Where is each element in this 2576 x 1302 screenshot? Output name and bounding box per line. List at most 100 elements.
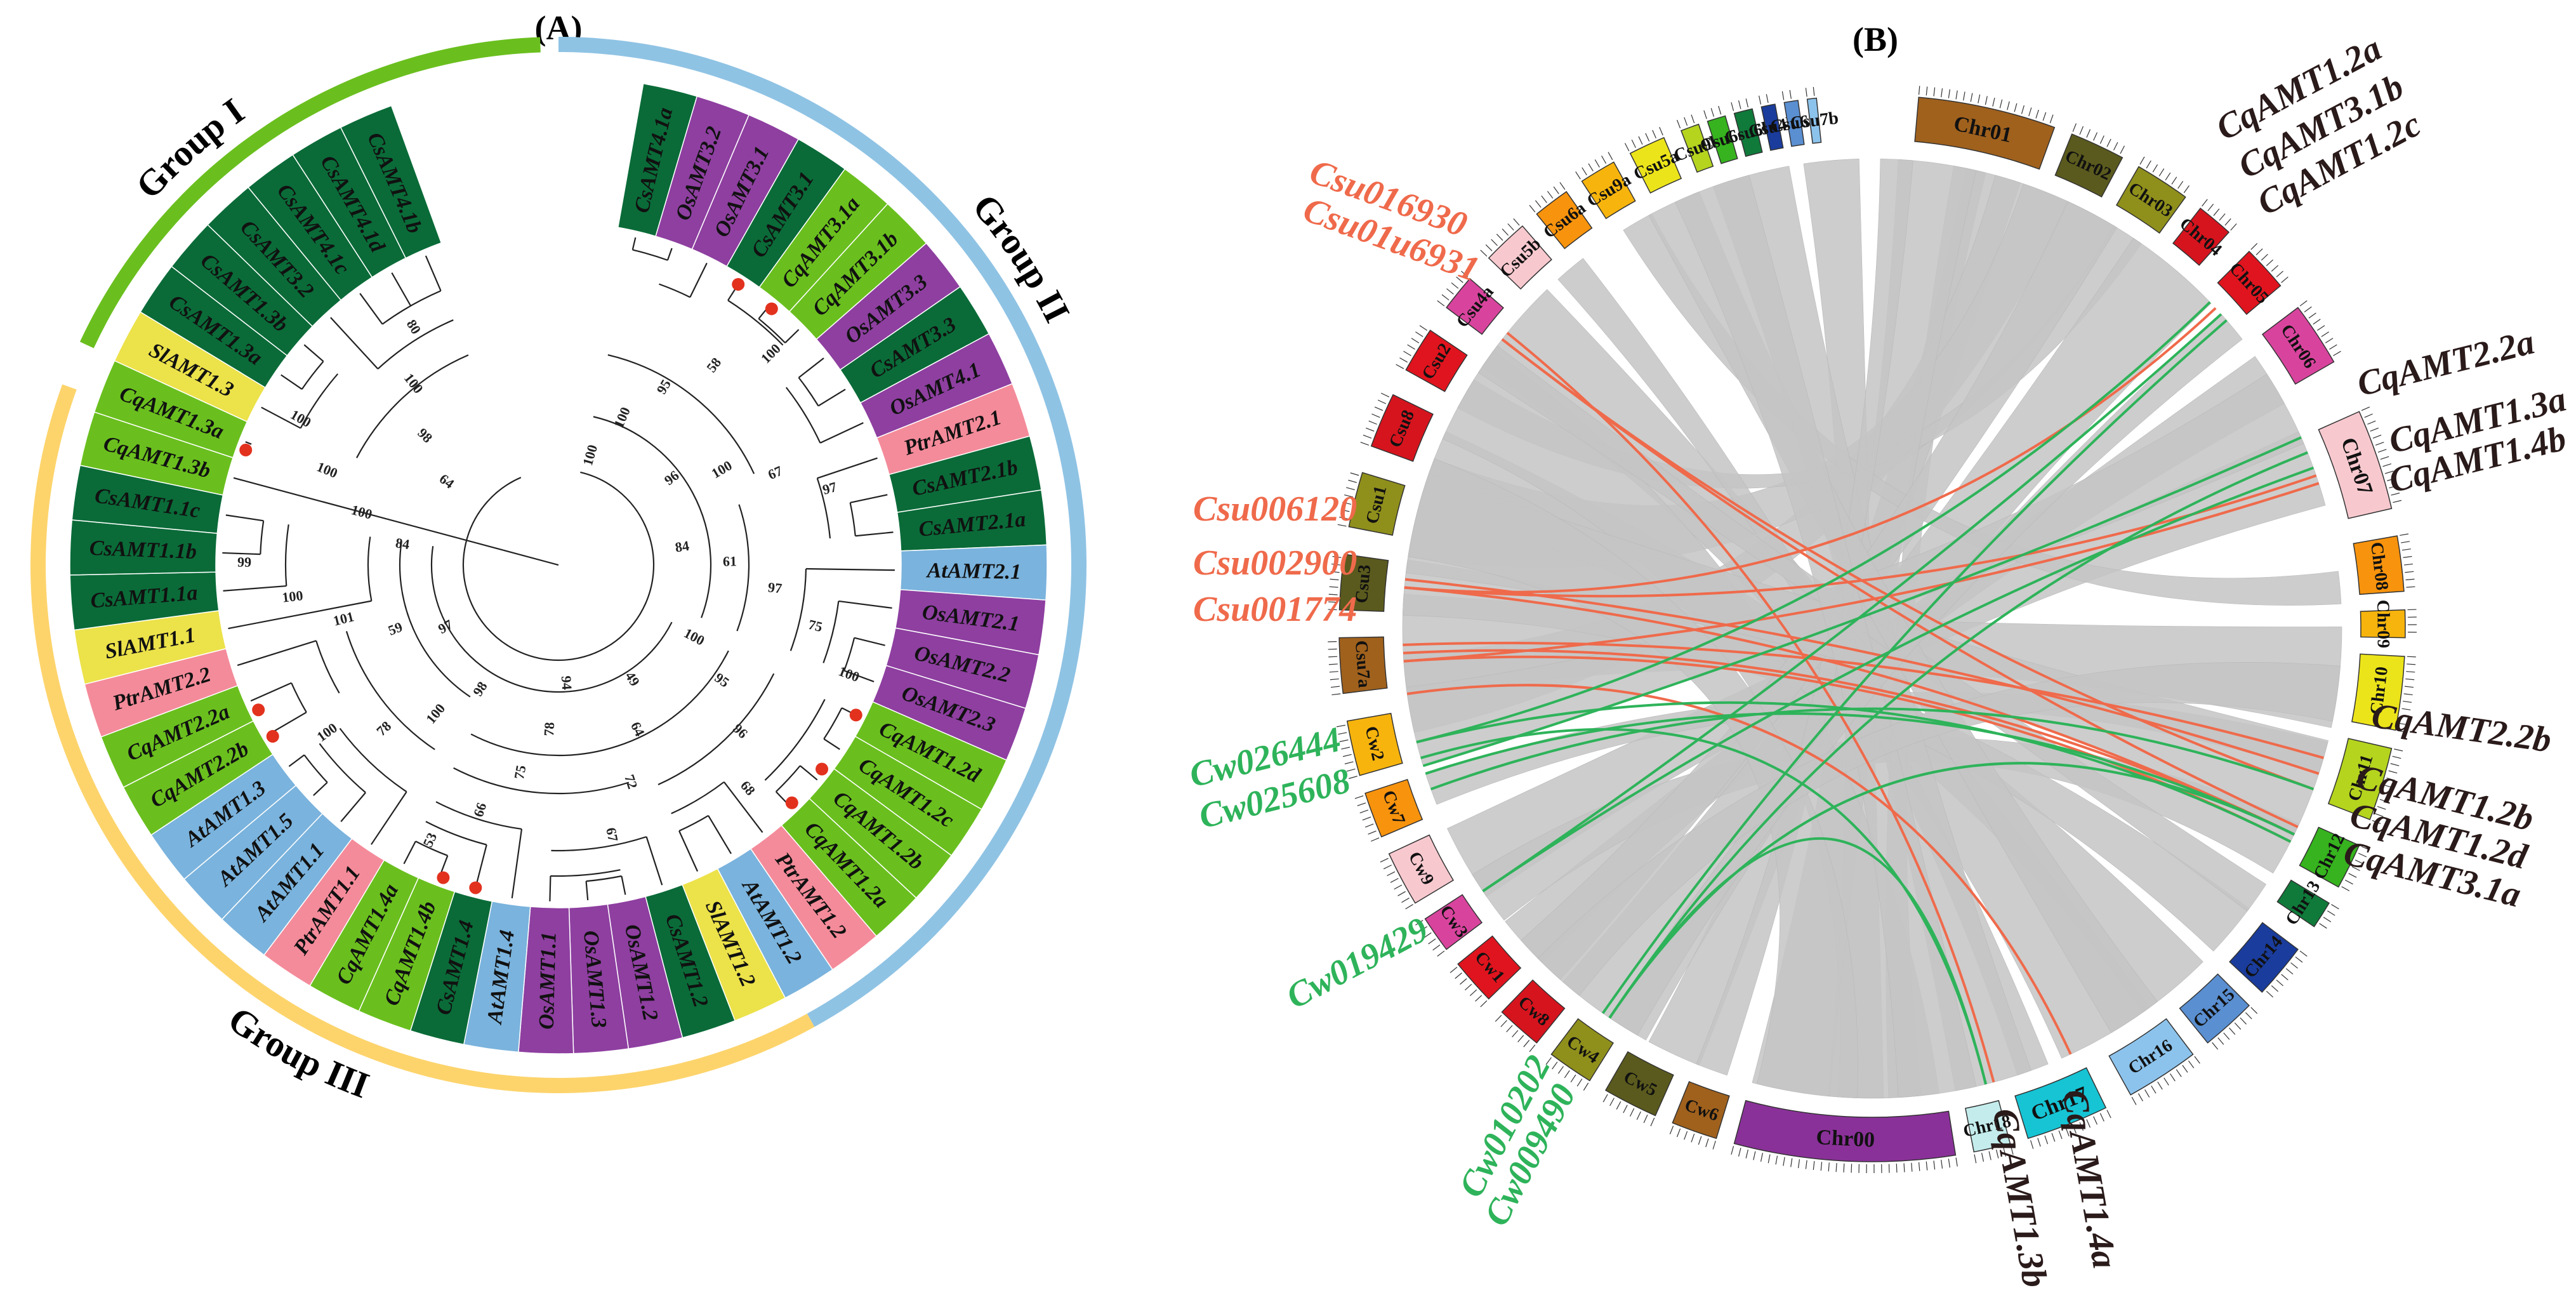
chromosome-chr17 — [2014, 1067, 2107, 1139]
tree-branch — [233, 477, 504, 551]
chromosome-chr06 — [2261, 307, 2335, 385]
chromosome-csu6c — [1707, 115, 1738, 164]
chromosome-tick — [1684, 1131, 1688, 1140]
duplication-node — [785, 796, 798, 809]
chromosome-tick — [1354, 795, 1364, 799]
cw-gene-link — [1482, 467, 2315, 893]
tree-branch — [800, 765, 818, 781]
tree-clade-arc — [823, 707, 843, 740]
chromosome-tick — [2392, 755, 2401, 759]
chromosome-tick — [2380, 456, 2389, 460]
chromosome-tick — [2377, 449, 2387, 453]
chromosome-tick — [1523, 1040, 1530, 1047]
chromosome-tick — [2407, 663, 2416, 665]
bootstrap-value: 100 — [350, 502, 374, 522]
chromosome-tick — [1380, 858, 1389, 863]
chromosome-tick — [2170, 1073, 2176, 1082]
tree-clade-arc — [339, 727, 407, 793]
tree-branch — [425, 255, 442, 291]
chromosome-tick — [1659, 126, 1663, 136]
chromosome-tick — [1835, 1163, 1837, 1172]
chromosome-tick — [1570, 1074, 1576, 1082]
bootstrap-value: 101 — [331, 608, 355, 628]
chromosome-tick — [2037, 1138, 2041, 1147]
chromosome-tick — [1502, 229, 1509, 236]
gene-label-cqamt2-2b: CqAMT2.2b — [2369, 696, 2554, 760]
bootstrap-value: 99 — [237, 554, 251, 570]
chromosome-tick — [2079, 1122, 2084, 1131]
chromosome-tick — [2072, 123, 2077, 132]
chromosome-tick — [2325, 338, 2334, 343]
chromosome-tick — [2358, 853, 2367, 858]
chromosome-tick — [1766, 94, 1769, 103]
chromosome-tick — [2382, 463, 2392, 467]
chromosome-tick — [1401, 898, 1410, 903]
tree-clade-arc — [657, 673, 775, 786]
chromosome-tick — [1745, 98, 1748, 108]
chromosome-tick — [2317, 325, 2325, 331]
tree-branch — [798, 357, 824, 378]
csu-gene-link — [1501, 338, 2299, 828]
chromosome-tick — [1790, 1158, 1793, 1167]
duplication-node — [732, 277, 745, 291]
bootstrap-value: 49 — [622, 668, 643, 689]
tree-clade-arc — [435, 801, 522, 830]
chromosome-tick — [1851, 1164, 1853, 1173]
chromosome-tick — [2139, 156, 2145, 165]
tree-branch — [843, 670, 875, 682]
tree-branch — [359, 293, 383, 325]
chromosome-tick — [1397, 891, 1406, 896]
chromosome-csu2 — [1405, 329, 1468, 392]
chromosome-tick — [2404, 686, 2414, 688]
chromosome-tick — [1446, 288, 1454, 295]
chromosome-tick — [2113, 142, 2118, 150]
chromosome-tick — [2106, 1110, 2111, 1119]
chromosome-tick — [1731, 1146, 1734, 1155]
tree-clade-arc — [415, 840, 448, 856]
chromosome-tick — [1331, 693, 1341, 696]
chromosome-csu1 — [1348, 472, 1406, 536]
chromosome-tick — [2405, 578, 2415, 581]
bootstrap-value: 66 — [470, 800, 490, 819]
chromosome-tick — [1594, 159, 1600, 168]
chromosome-tick — [2224, 218, 2231, 226]
chromosome-tick — [1451, 282, 1459, 289]
chromosome-tick — [2266, 990, 2273, 998]
chromosome-tick — [1342, 754, 1352, 757]
chromosome-tick — [1342, 502, 1352, 505]
chromosome-tick — [2329, 344, 2337, 350]
chromosome-tick — [2399, 722, 2408, 726]
chromosome-tick — [1419, 325, 1427, 331]
chromosome-tick — [2367, 420, 2376, 425]
chromosome-tick — [1507, 223, 1514, 231]
gene-label-csu002900: Csu002900 — [1193, 543, 1357, 583]
chromosome-tick — [1348, 479, 1357, 483]
chromosome-tick — [1470, 989, 1477, 996]
tree-branch — [666, 248, 673, 261]
chromosome-tick — [1346, 487, 1355, 491]
chromosome-tick — [1480, 249, 1488, 257]
csu-gene-link — [1506, 331, 1995, 1083]
chromosome-tick — [1399, 357, 1408, 363]
tree-branch — [303, 344, 324, 362]
chromosome-tick — [1464, 983, 1472, 991]
tree-branches — [222, 237, 895, 901]
bootstrap-value: 100 — [836, 663, 862, 685]
chromosome-tick — [1441, 294, 1450, 301]
tree-branch — [645, 836, 663, 886]
chromosome-cw6 — [1672, 1080, 1730, 1139]
chromosome-csu4a — [1446, 277, 1504, 335]
duplication-node — [816, 762, 829, 776]
chromosome-tick — [2377, 806, 2386, 810]
tree-branch — [228, 600, 372, 630]
chromosome-tick — [1419, 926, 1427, 932]
chromosome-tick — [2035, 109, 2039, 119]
chromosome-tick — [1996, 1149, 1999, 1159]
duplication-node — [266, 729, 279, 743]
bootstrap-value: 100 — [401, 370, 426, 396]
chromosome-tick — [2093, 132, 2097, 141]
chromosome-tick — [2388, 770, 2398, 774]
tree-clade-arc — [470, 650, 729, 757]
chromosome-tick — [1564, 1070, 1570, 1079]
chromosome-chr10 — [2351, 653, 2405, 731]
